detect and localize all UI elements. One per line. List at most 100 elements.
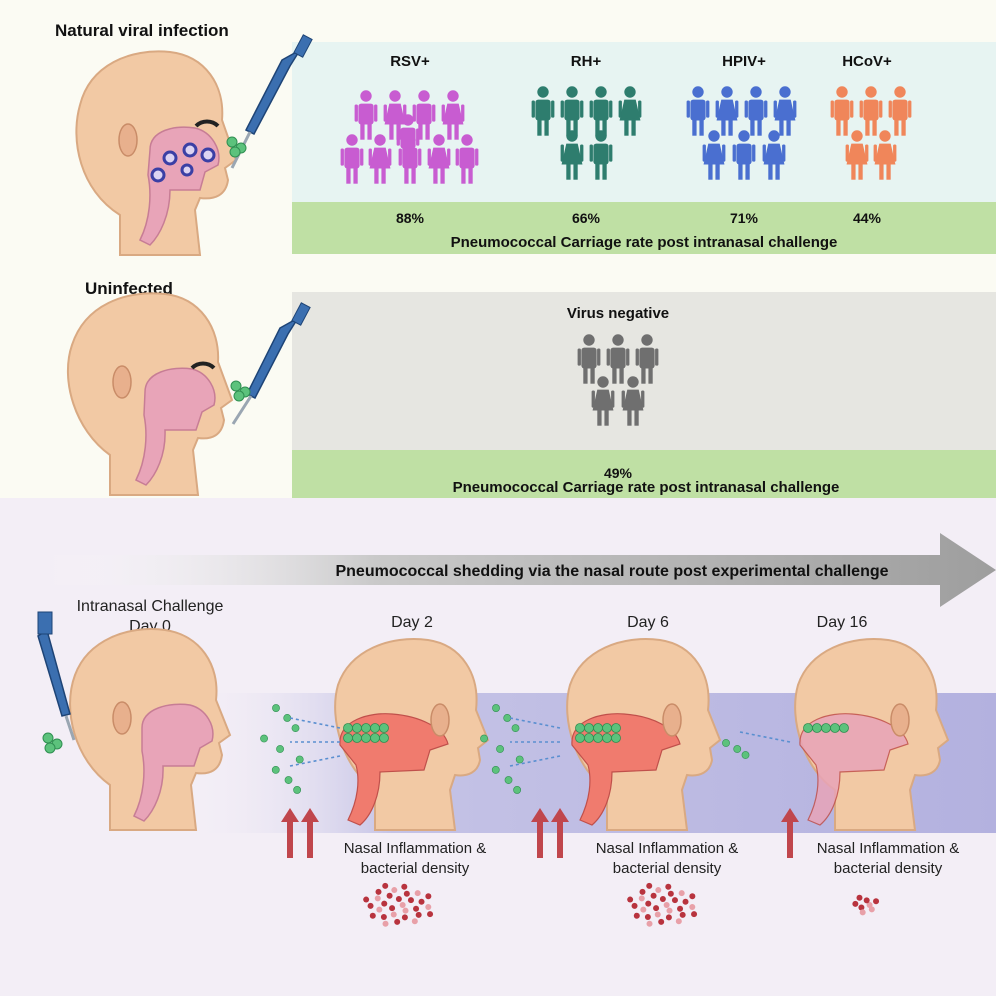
bacterial-density-dot [390,911,397,918]
person-icon [888,86,912,136]
bacterial-density-dot [403,890,410,897]
bacterial-density-dot [374,895,381,902]
shedding-arrow [289,717,341,729]
negative-group-label: Virus negative [567,305,669,322]
bacterial-density-dot [646,882,653,889]
bacterial-density-dot [375,888,382,895]
increase-arrow [551,808,569,858]
person-icon [455,134,479,184]
infected-head-illustration [75,50,238,256]
nasal-bacterium [370,733,380,743]
nasal-bacterium [584,723,594,733]
shed-bacterium [295,755,304,764]
shed-bacterium [272,704,280,712]
pipette-day0 [37,611,76,741]
infected-caption-band [292,202,996,254]
shed-bacterium [496,745,504,753]
day-head-illustration [334,638,490,831]
bacterial-density-dot [401,914,408,921]
day-note-line2: bacterial density [834,860,943,877]
bacterial-density-dot [677,905,684,912]
nasal-bacterium [812,723,822,733]
nasal-bacterium [379,733,389,743]
nasal-bacterium [361,733,371,743]
challenge-label-line1: Intranasal Challenge [77,598,224,615]
group-percent: 71% [730,210,759,226]
bacterial-density-dot [389,905,396,912]
nasal-bacterium [602,723,612,733]
bacteria-drop-day0 [42,732,63,754]
shed-bacterium [733,745,742,753]
nasal-bacterium [593,733,603,743]
bacterial-density-dot [638,895,645,902]
shed-bacterium [513,786,522,794]
bacterial-density-dot [376,906,383,913]
person-icon [845,130,869,180]
group-label: RSV+ [390,53,430,70]
shed-bacterium [491,765,500,774]
bacterial-density-dot [418,898,425,905]
day-note-line2: bacterial density [361,860,470,877]
nasal-bacterium [839,723,849,733]
bacterial-density-dot [399,902,406,908]
nasal-bacterium [593,723,603,733]
person-icon [744,86,768,136]
bacterial-density-dot [369,912,376,919]
bacterial-density-dot [407,897,414,904]
bacterial-density-dot [382,920,389,927]
bacterial-density-dot [679,911,686,918]
person-icon [560,86,584,136]
person-icon [577,334,601,384]
group-percent: 44% [853,210,882,226]
nasal-bacterium [352,723,362,733]
person-icon [635,334,659,384]
person-icon [859,86,883,136]
bacterial-density-dot [689,893,696,900]
timeline-arrow [40,533,996,607]
person-icon [412,90,436,140]
bacterial-density-dot [382,882,389,889]
person-icon [618,86,642,136]
increase-arrow [281,808,299,858]
bacterial-density-dot [386,892,393,899]
nasal-bacterium [830,723,840,733]
bacterial-density-dot [363,896,370,903]
shedding-arrow [289,755,341,767]
negative-group-people [577,334,659,426]
nasal-bacterium [821,723,831,733]
bacterial-density-dot [682,898,689,905]
bacterial-density-dot [675,918,682,925]
shedding-arrow [509,717,561,729]
bacterial-density-dot [667,890,674,897]
nasal-bacterium [352,733,362,743]
person-icon [383,90,407,140]
group-label: HCoV+ [842,53,892,70]
shed-bacterium [511,724,520,733]
shed-bacterium [492,704,500,712]
infected-heading: Natural viral infection [55,21,229,40]
person-icon [621,376,645,426]
shed-bacterium [260,734,268,743]
shed-bacterium [504,776,513,784]
bacterial-density-dot [394,918,401,925]
bacterial-density-dot [644,914,651,921]
bacteria-drop-uninfected [230,380,251,402]
bacterial-density-dot [425,904,432,911]
nasal-bacterium [575,733,585,743]
day0-head-illustration [69,628,232,831]
group-percent: 66% [572,210,601,226]
bacterial-density-dot [654,911,661,918]
bacterial-density-dot [411,918,418,925]
day-note-line1: Nasal Inflammation & [596,840,739,857]
shed-bacterium [503,714,512,722]
bacterial-density-dot [691,911,698,918]
nasal-bacterium [343,733,353,743]
bacterial-density-dot [663,902,670,908]
nasal-bacterium [343,723,353,733]
bacterial-density-dot [413,905,420,912]
shed-bacterium [480,734,488,743]
bacterial-density-dot [395,895,402,902]
nasal-bacterium [584,733,594,743]
